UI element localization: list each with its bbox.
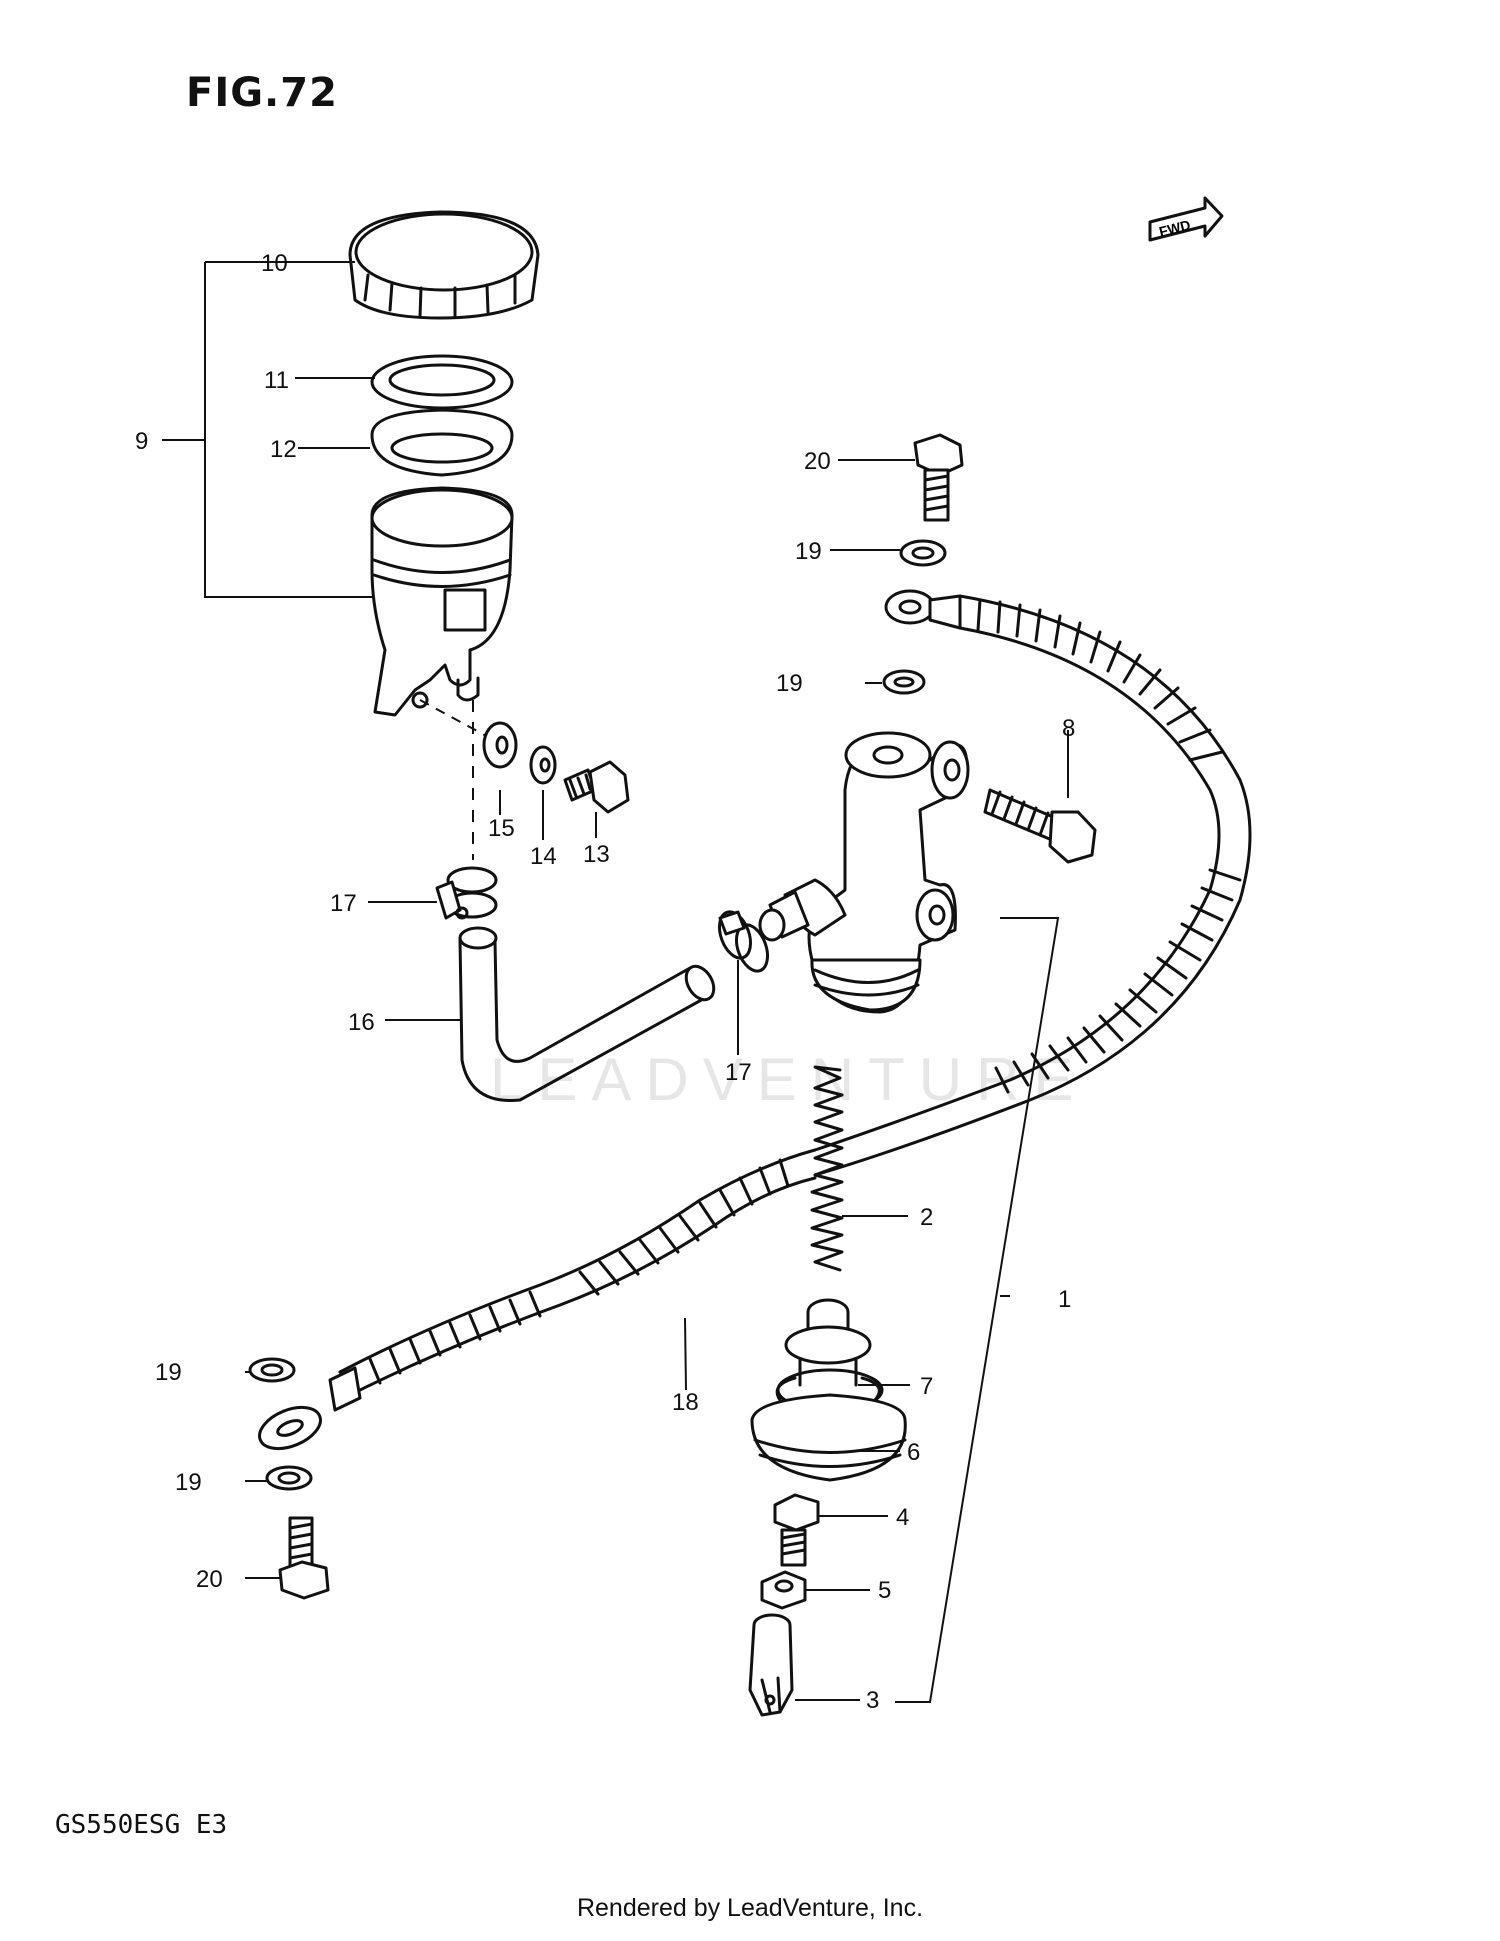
diaphragm xyxy=(370,408,514,477)
callout-12: 12 xyxy=(270,436,297,463)
fwd-label: FWD xyxy=(1157,217,1192,240)
banjo-bolt-upper xyxy=(913,433,964,522)
forward-arrow-icon: FWD xyxy=(1148,196,1224,242)
callout-3: 3 xyxy=(866,1687,879,1714)
brake-hose-upper xyxy=(813,589,1252,1177)
callout-19-upper-a: 19 xyxy=(795,538,822,565)
callout-17-lower: 17 xyxy=(725,1059,752,1086)
copper-washer-19c xyxy=(248,1357,296,1383)
watermark: LEADVENTURE xyxy=(490,1046,1087,1113)
brake-hose-lower xyxy=(258,1148,817,1451)
callout-2: 2 xyxy=(920,1204,933,1231)
lock-nut xyxy=(760,1570,807,1610)
callout-10: 10 xyxy=(261,250,288,277)
callout-9: 9 xyxy=(135,428,148,455)
model-code: GS550ESG E3 xyxy=(55,1810,228,1840)
washer-15 xyxy=(482,721,518,769)
callout-19-lower-b: 19 xyxy=(175,1469,202,1496)
reservoir-hose xyxy=(458,926,716,1102)
reservoir-body xyxy=(370,486,514,717)
callout-4: 4 xyxy=(896,1504,909,1531)
mounting-bolt-8 xyxy=(983,788,1097,864)
callout-19-upper-b: 19 xyxy=(776,670,803,697)
callout-19-lower-a: 19 xyxy=(155,1359,182,1386)
return-spring xyxy=(810,1065,844,1272)
master-cylinder xyxy=(758,731,970,1014)
diaphragm-plate xyxy=(370,354,514,410)
callout-20-lower: 20 xyxy=(196,1566,223,1593)
bolt-13 xyxy=(563,760,630,814)
copper-washer-19d xyxy=(265,1465,313,1491)
callout-18: 18 xyxy=(672,1389,699,1416)
reservoir-cap xyxy=(348,210,540,320)
callout-14: 14 xyxy=(530,843,557,870)
hose-clamp-17a xyxy=(435,866,498,920)
clevis xyxy=(748,1613,794,1717)
lockwasher-14 xyxy=(529,745,557,785)
pushrod xyxy=(773,1493,820,1567)
callout-1: 1 xyxy=(1058,1286,1071,1313)
copper-washer-19a xyxy=(899,539,947,567)
callout-13: 13 xyxy=(583,841,610,868)
piston-assembly xyxy=(750,1298,907,1482)
figure-title: FIG.72 xyxy=(186,70,338,116)
copper-washer-19b xyxy=(882,669,926,695)
callout-8: 8 xyxy=(1062,715,1075,742)
callout-5: 5 xyxy=(878,1577,891,1604)
callout-6: 6 xyxy=(907,1439,920,1466)
banjo-bolt-lower xyxy=(278,1516,330,1600)
callout-15: 15 xyxy=(488,815,515,842)
callout-20-upper: 20 xyxy=(804,448,831,475)
hose-clamp-17b xyxy=(717,910,770,973)
render-credit: Rendered by LeadVenture, Inc. xyxy=(576,1894,924,1922)
callout-11: 11 xyxy=(264,367,289,394)
callout-17-upper: 17 xyxy=(330,890,357,917)
callout-16: 16 xyxy=(348,1009,375,1036)
callout-7: 7 xyxy=(920,1373,933,1400)
